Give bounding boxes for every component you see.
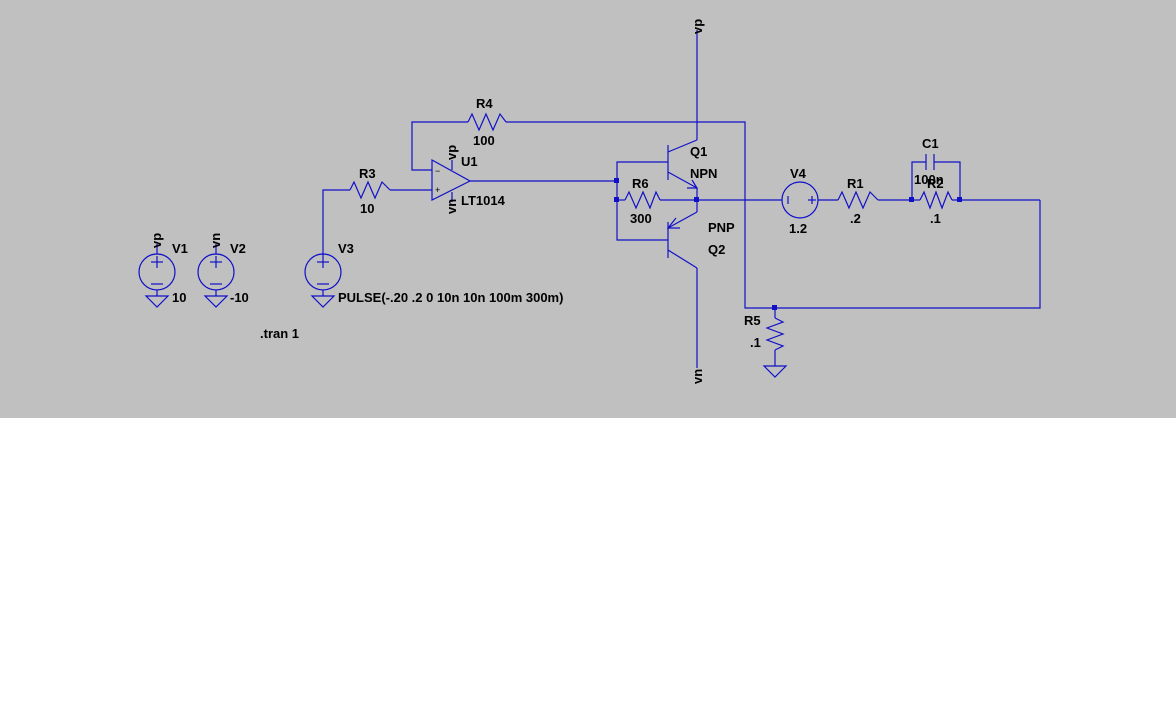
resistor-r5[interactable] [765, 317, 785, 351]
r2-value: .1 [930, 211, 941, 226]
top-net-label: vp [690, 19, 705, 34]
r5-value: .1 [750, 335, 761, 350]
voltage-source-v4[interactable] [781, 181, 819, 219]
blank-area [0, 418, 1176, 720]
v3-value: PULSE(-.20 .2 0 10n 10n 100m 300m) [338, 290, 563, 305]
ground-symbol-r5 [762, 365, 788, 378]
spice-directive[interactable]: .tran 1 [260, 326, 299, 341]
r1-name: R1 [847, 176, 864, 191]
transistor-q1[interactable] [667, 139, 699, 200]
schematic-svg: R4 100 R3 10 − + vp vn U1 LT1014 Q1 NPN … [138, 19, 1041, 384]
v4-value: 1.2 [789, 221, 807, 236]
voltage-source-v2[interactable] [197, 244, 235, 308]
resistor-r2[interactable] [919, 190, 953, 210]
r5-name: R5 [744, 313, 761, 328]
v2-name: V2 [230, 241, 246, 256]
capacitor-c1[interactable] [925, 154, 935, 170]
wires [322, 30, 1041, 368]
r1-value: .2 [850, 211, 861, 226]
resistor-r1[interactable] [837, 190, 879, 210]
resistor-r6[interactable] [624, 190, 661, 210]
q1-name: Q1 [690, 144, 707, 159]
v2-value: -10 [230, 290, 249, 305]
u1-name: U1 [461, 154, 478, 169]
voltage-source-v3[interactable] [304, 253, 342, 308]
r6-value: 300 [630, 211, 652, 226]
v1-value: 10 [172, 290, 186, 305]
v4-name: V4 [790, 166, 807, 181]
v1-name: V1 [172, 241, 188, 256]
v2-net-label: vn [208, 233, 223, 248]
opamp-minus-sign: − [435, 166, 440, 176]
c1-name: C1 [922, 136, 939, 151]
transistor-q2[interactable] [666, 200, 698, 269]
q2-name: Q2 [708, 242, 725, 257]
r3-name: R3 [359, 166, 376, 181]
c1-value: 100n [914, 172, 944, 187]
r4-name: R4 [476, 96, 493, 111]
voltage-source-v1[interactable] [138, 244, 176, 308]
v3-name: V3 [338, 241, 354, 256]
r3-value: 10 [360, 201, 374, 216]
resistor-r4[interactable] [467, 112, 507, 132]
v1-net-label: vp [149, 233, 164, 248]
resistor-r3[interactable] [349, 180, 391, 200]
q1-type: NPN [690, 166, 717, 181]
u1-model: LT1014 [461, 193, 506, 208]
r6-name: R6 [632, 176, 649, 191]
opamp-vp-net: vp [444, 145, 459, 160]
r4-value: 100 [473, 133, 495, 148]
bottom-net-label: vn [690, 369, 705, 384]
q2-type: PNP [708, 220, 735, 235]
r2-name: R2 [927, 176, 944, 191]
schematic-canvas[interactable]: R4 100 R3 10 − + vp vn U1 LT1014 Q1 NPN … [0, 0, 1176, 418]
opamp-vn-net: vn [444, 199, 459, 214]
opamp-plus-sign: + [435, 185, 440, 195]
opamp-u1[interactable] [431, 158, 472, 202]
